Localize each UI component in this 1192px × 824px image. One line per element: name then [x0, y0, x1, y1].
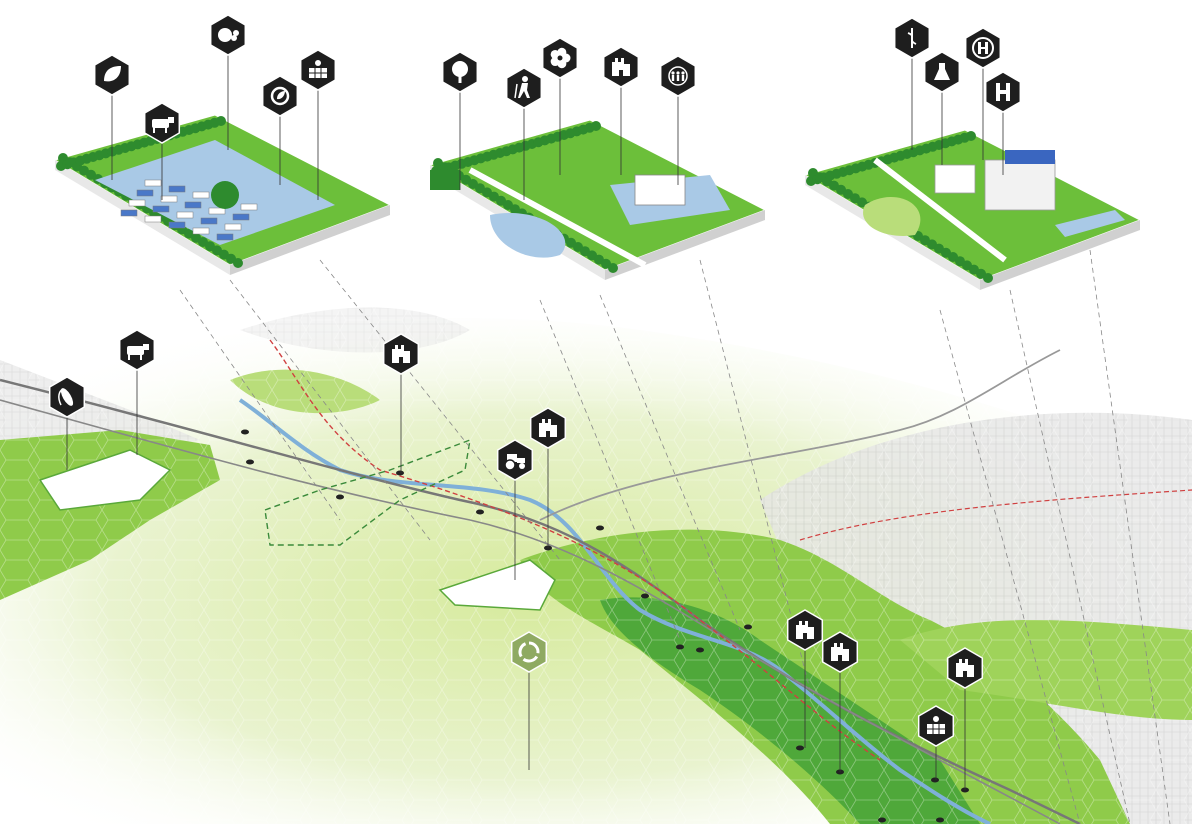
icon-layer	[48, 14, 1022, 790]
health-hospital-panel	[803, 129, 1142, 290]
castle-icon	[382, 333, 420, 473]
farm-building	[208, 207, 226, 215]
road	[468, 167, 647, 268]
solar-panel-icon	[299, 49, 337, 200]
pond	[1055, 210, 1125, 237]
cow-icon	[118, 329, 156, 455]
farm-building	[120, 209, 138, 217]
community-globe-icon	[659, 55, 697, 185]
tree	[983, 273, 993, 283]
castle-icon	[946, 647, 984, 790]
flower-icon	[541, 37, 579, 175]
road	[873, 157, 1007, 263]
corn-icon	[48, 376, 86, 470]
castle-icon	[821, 631, 859, 772]
highway	[0, 399, 1061, 824]
location-dot	[241, 429, 249, 435]
helipad-icon	[964, 27, 1002, 160]
tree-cluster	[211, 181, 239, 209]
flask-icon	[923, 51, 961, 165]
nature-heritage-panel	[428, 119, 767, 280]
farm-building	[216, 233, 234, 241]
location-dot	[476, 509, 484, 515]
location-dot	[878, 817, 886, 823]
location-dot	[796, 745, 804, 751]
solar-panel-icon	[917, 705, 955, 780]
farm-building	[224, 223, 242, 231]
tree	[966, 131, 976, 141]
location-dot	[336, 494, 344, 500]
leader-lines	[179, 249, 1171, 824]
castle-icon	[786, 609, 824, 748]
location-dot	[936, 817, 944, 823]
farm-building	[200, 217, 218, 225]
panel-side-right	[980, 220, 1140, 290]
location-dot	[931, 777, 939, 783]
farm-building	[152, 205, 170, 213]
tree	[608, 263, 618, 273]
park-area	[863, 196, 921, 236]
tree-icon	[441, 51, 479, 190]
farm-building	[136, 189, 154, 197]
farm-building	[160, 195, 178, 203]
farm-building	[168, 221, 186, 229]
castle-icon	[529, 407, 567, 548]
location-dot	[744, 624, 752, 630]
farm-building	[240, 203, 258, 211]
farm-building	[184, 201, 202, 209]
castle-building	[634, 174, 686, 206]
cow-icon	[143, 102, 181, 200]
clinic-building	[934, 164, 976, 194]
forest-block	[430, 170, 460, 190]
red-route-east	[799, 489, 1192, 541]
farm-building	[128, 199, 146, 207]
tree	[591, 121, 601, 131]
tractor-icon	[496, 439, 534, 580]
hiker-icon	[505, 67, 543, 200]
tree	[233, 258, 243, 268]
location-dot	[696, 647, 704, 653]
location-dot	[396, 470, 404, 476]
castle-icon	[602, 46, 640, 175]
farm-cluster-west	[38, 449, 172, 511]
farm-building	[144, 179, 162, 187]
apple-grapes-icon	[209, 14, 247, 150]
hospital-icon	[984, 71, 1022, 175]
railway-branch	[539, 349, 1061, 521]
red-route	[269, 339, 881, 761]
solar-roof	[1005, 150, 1055, 164]
location-dot	[596, 525, 604, 531]
farm-building	[232, 213, 250, 221]
lake	[490, 213, 566, 258]
hospital-building	[984, 159, 1056, 211]
panel-side-right	[230, 205, 390, 275]
map-location-dots	[241, 429, 969, 823]
farm-building	[168, 185, 186, 193]
dashed-zone	[264, 438, 471, 546]
location-dot	[641, 593, 649, 599]
leaf-icon	[93, 54, 131, 180]
recycle-icon	[510, 631, 548, 770]
tree	[216, 116, 226, 126]
recycle-leaf-icon	[261, 75, 299, 185]
farm-building	[176, 211, 194, 219]
farm-building	[144, 215, 162, 223]
panel-side-left	[55, 160, 230, 275]
agriculture-energy-panel	[53, 114, 392, 275]
location-dot	[676, 644, 684, 650]
farm-building	[192, 227, 210, 235]
caduceus-icon	[893, 17, 931, 150]
location-dot	[246, 459, 254, 465]
farm-building	[192, 191, 210, 199]
